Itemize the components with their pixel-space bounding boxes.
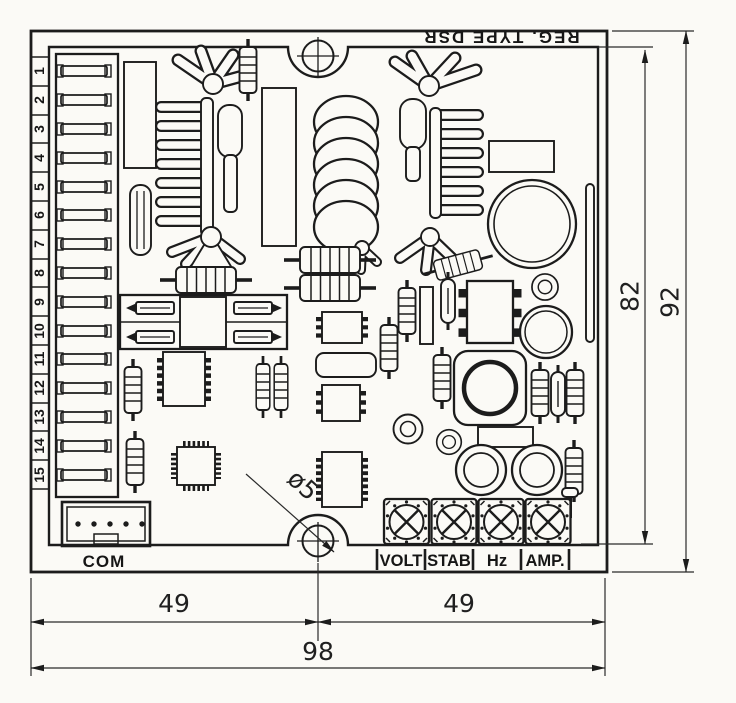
terminal-number-strip: 1 2 3 4 5 6 7 8 9 10 11 12 13 14 15 bbox=[31, 56, 49, 490]
terminal-number: 13 bbox=[31, 409, 47, 425]
component-rect bbox=[419, 286, 434, 345]
trimmer-pot-volt bbox=[382, 497, 431, 546]
heatsink-left bbox=[155, 44, 257, 270]
ic-dip8 bbox=[458, 279, 522, 345]
terminal-number: 6 bbox=[31, 211, 47, 219]
capacitor-round bbox=[454, 443, 508, 497]
dim-text-49-left: 49 bbox=[158, 589, 190, 618]
resistor-vertical bbox=[431, 345, 453, 411]
terminal-number: 10 bbox=[31, 323, 47, 339]
resistor-vertical bbox=[396, 278, 418, 344]
resistor-vertical bbox=[122, 357, 144, 423]
ic-dip bbox=[316, 311, 368, 344]
terminal-number: 4 bbox=[31, 154, 47, 162]
ic-dip bbox=[316, 384, 366, 422]
ic-dip bbox=[157, 351, 211, 407]
trimmer-pot-hz bbox=[477, 497, 525, 546]
dim-text-82: 82 bbox=[616, 280, 645, 312]
terminal-number: 9 bbox=[31, 298, 47, 306]
terminal-block bbox=[54, 52, 120, 499]
heatsink-right bbox=[341, 49, 484, 276]
resistor-vertical bbox=[237, 37, 259, 103]
terminal-number: 5 bbox=[31, 183, 47, 191]
trimmer-label-volt: VOLT bbox=[380, 552, 423, 570]
capacitor-small bbox=[531, 273, 559, 301]
component-rect bbox=[477, 426, 534, 448]
com-label: COM bbox=[83, 552, 126, 571]
capacitor-small bbox=[392, 413, 424, 445]
component-rect bbox=[488, 140, 555, 173]
terminal-number: 2 bbox=[31, 96, 47, 104]
terminal-number: 14 bbox=[31, 438, 47, 454]
component-layout bbox=[118, 37, 595, 518]
terminal-number: 3 bbox=[31, 125, 47, 133]
trimmer-row bbox=[382, 497, 572, 546]
resistor-vertical bbox=[529, 360, 551, 426]
terminal-number: 8 bbox=[31, 269, 47, 277]
capacitor-medium bbox=[518, 304, 574, 360]
dim-text-49-right: 49 bbox=[443, 589, 475, 618]
component-bar bbox=[585, 183, 595, 343]
resistor-vertical bbox=[564, 360, 586, 426]
trimmer-label-amp: AMP. bbox=[525, 552, 564, 570]
diode-pill bbox=[439, 270, 457, 332]
terminal-number: 1 bbox=[31, 67, 47, 75]
resistor-vertical bbox=[254, 354, 272, 420]
ic-dip bbox=[316, 451, 368, 508]
resistor-vertical bbox=[124, 429, 146, 495]
fuse-holder bbox=[118, 293, 289, 351]
component-rect bbox=[261, 87, 297, 247]
trimmer-label-hz: Hz bbox=[487, 552, 507, 570]
board-title: REG. TYPE DSR bbox=[422, 28, 579, 47]
resistor-vertical bbox=[378, 315, 400, 381]
trimmer-label-strip: VOLT STAB Hz AMP. bbox=[375, 549, 571, 570]
dim-text-92: 92 bbox=[656, 286, 685, 318]
terminal-number: 12 bbox=[31, 380, 47, 396]
resistor-vertical bbox=[272, 354, 290, 420]
dimension-annotations: 49 49 98 82 92 bbox=[30, 30, 694, 676]
com-connector bbox=[60, 500, 152, 548]
terminal-number: 11 bbox=[31, 351, 47, 366]
trimmer-label-stab: STAB bbox=[427, 552, 471, 570]
relay-block bbox=[452, 349, 528, 427]
dim-text-98: 98 bbox=[302, 637, 334, 666]
capacitor-large bbox=[486, 178, 578, 270]
trimmer-pot-stab bbox=[430, 497, 478, 546]
terminal-number: 15 bbox=[31, 467, 47, 483]
ic-qfp bbox=[171, 441, 221, 491]
terminal-number: 7 bbox=[31, 240, 47, 248]
component-rect bbox=[315, 352, 377, 378]
diode-pill bbox=[549, 363, 567, 425]
mounting-hole-top bbox=[297, 37, 339, 77]
toroid-inductor bbox=[312, 94, 380, 255]
trimmer-pot-amp bbox=[524, 497, 572, 546]
component-rect bbox=[123, 61, 157, 169]
film-capacitor bbox=[129, 184, 152, 256]
capacitor-small bbox=[435, 428, 463, 456]
capacitor-round bbox=[510, 443, 564, 497]
